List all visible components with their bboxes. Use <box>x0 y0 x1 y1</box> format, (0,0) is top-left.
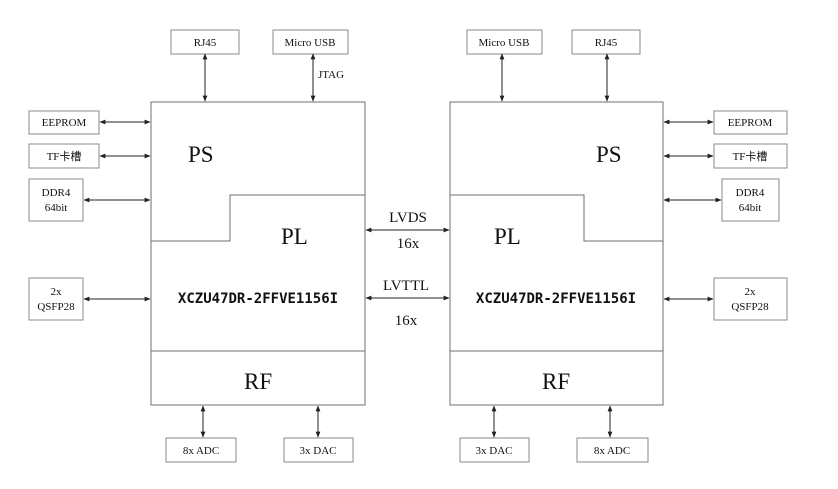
right-ps-label: PS <box>596 142 622 167</box>
right-ps-pl-boundary <box>450 194 663 242</box>
right-rf-label: RF <box>542 369 570 394</box>
right-tf-slot: TF卡槽 <box>663 143 788 169</box>
left-eeprom: EEPROM <box>28 110 151 135</box>
left-adc-label: 8x ADC <box>183 445 219 457</box>
left-adc-box <box>165 437 237 463</box>
right-qsfp-line2: QSFP28 <box>731 301 769 313</box>
right-ddr4: DDR4 64bit <box>663 178 780 222</box>
right-adc-label: 8x ADC <box>594 445 630 457</box>
lvttl-label: LVTTL <box>383 278 429 294</box>
right-usb-box <box>466 29 543 55</box>
right-ddr-line2: 64bit <box>739 202 762 214</box>
lvds-count: 16x <box>397 236 420 252</box>
right-qsfp28: 2x QSFP28 <box>663 277 788 321</box>
right-dac-label: 3x DAC <box>476 445 513 457</box>
right-ddr-box <box>721 178 780 222</box>
left-ddr-line2: 64bit <box>45 202 68 214</box>
left-tf-box <box>28 143 100 169</box>
left-tf-slot: TF卡槽 <box>28 143 151 169</box>
left-qsfp-box <box>28 277 84 321</box>
left-jtag-label: JTAG <box>318 69 344 81</box>
right-micro-usb: Micro USB <box>466 29 543 102</box>
left-eeprom-box <box>28 110 100 135</box>
right-dac: 3x DAC <box>459 405 530 463</box>
right-tf-label: TF卡槽 <box>733 150 768 163</box>
right-chip-part-number: XCZU47DR-2FFVE1156I <box>476 291 636 307</box>
left-ddr-box <box>28 178 84 222</box>
left-qsfp-line2: QSFP28 <box>37 301 75 313</box>
right-eeprom: EEPROM <box>663 110 788 135</box>
right-usb-label: Micro USB <box>478 37 529 49</box>
lvttl-link: LVTTL 16x <box>365 278 450 329</box>
left-dac-box <box>283 437 354 463</box>
left-rj45: RJ45 <box>170 29 240 102</box>
lvds-link: LVDS 16x <box>365 210 450 252</box>
left-usb-label: Micro USB <box>284 37 335 49</box>
left-ps-pl-boundary <box>151 194 365 242</box>
left-block-outline <box>150 101 366 406</box>
left-ps-label: PS <box>188 142 214 167</box>
left-dac-label: 3x DAC <box>300 445 337 457</box>
left-chip-part-number: XCZU47DR-2FFVE1156I <box>178 291 338 307</box>
right-adc: 8x ADC <box>576 405 649 463</box>
right-block-outline <box>449 101 664 406</box>
left-eeprom-label: EEPROM <box>42 117 87 129</box>
right-rj45-box <box>571 29 641 55</box>
left-rj45-label: RJ45 <box>194 37 217 49</box>
left-micro-usb: Micro USB JTAG <box>272 29 349 102</box>
right-pl-label: PL <box>494 224 521 249</box>
left-tf-label: TF卡槽 <box>47 150 82 163</box>
right-dac-box <box>459 437 530 463</box>
right-rj45: RJ45 <box>571 29 641 102</box>
right-fpga-block: PS PL XCZU47DR-2FFVE1156I RF <box>449 101 664 406</box>
right-eeprom-label: EEPROM <box>728 117 773 129</box>
right-tf-box <box>713 143 788 169</box>
right-adc-box <box>576 437 649 463</box>
lvds-label: LVDS <box>389 210 427 226</box>
left-adc: 8x ADC <box>165 405 237 463</box>
left-rf-label: RF <box>244 369 272 394</box>
right-qsfp-line1: 2x <box>745 286 757 298</box>
right-qsfp-box <box>713 277 788 321</box>
left-qsfp-line1: 2x <box>51 286 63 298</box>
left-fpga-block: PS PL XCZU47DR-2FFVE1156I RF <box>150 101 366 406</box>
left-dac: 3x DAC <box>283 405 354 463</box>
lvttl-count: 16x <box>395 313 418 329</box>
right-rj45-label: RJ45 <box>595 37 618 49</box>
left-ddr-line1: DDR4 <box>42 187 71 199</box>
right-eeprom-box <box>713 110 788 135</box>
right-ddr-line1: DDR4 <box>736 187 765 199</box>
left-qsfp28: 2x QSFP28 <box>28 277 151 321</box>
left-usb-box <box>272 29 349 55</box>
left-pl-label: PL <box>281 224 308 249</box>
left-ddr4: DDR4 64bit <box>28 178 151 222</box>
